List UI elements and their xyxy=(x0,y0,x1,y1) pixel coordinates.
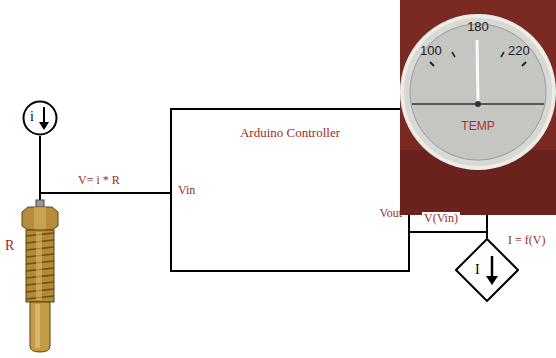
part-label: R xyxy=(5,238,14,254)
node-text: Vin xyxy=(178,184,195,198)
node-text: 180 xyxy=(467,20,489,35)
current-source-outline xyxy=(22,100,58,136)
wire-connector xyxy=(487,215,488,238)
wire-connector xyxy=(40,136,170,193)
signal-label: I = f(V) xyxy=(506,234,547,248)
signal-label: V(Vin) xyxy=(422,212,460,226)
current-source: i xyxy=(22,100,58,136)
node-text: 220 xyxy=(508,44,530,59)
node-text: Vout xyxy=(380,207,402,221)
controller-box: Arduino ControllerVinVout xyxy=(170,108,410,272)
node-text: 100 xyxy=(420,44,442,59)
temperature-gauge: 100 180 220TEMP xyxy=(400,0,556,215)
node-text: I xyxy=(475,262,480,278)
signal-label: V= i * R xyxy=(76,174,122,188)
node-text: Arduino Controller xyxy=(240,126,340,141)
node-text: i xyxy=(30,109,34,125)
wire-connector xyxy=(410,232,487,238)
node-text: TEMP xyxy=(461,120,494,134)
